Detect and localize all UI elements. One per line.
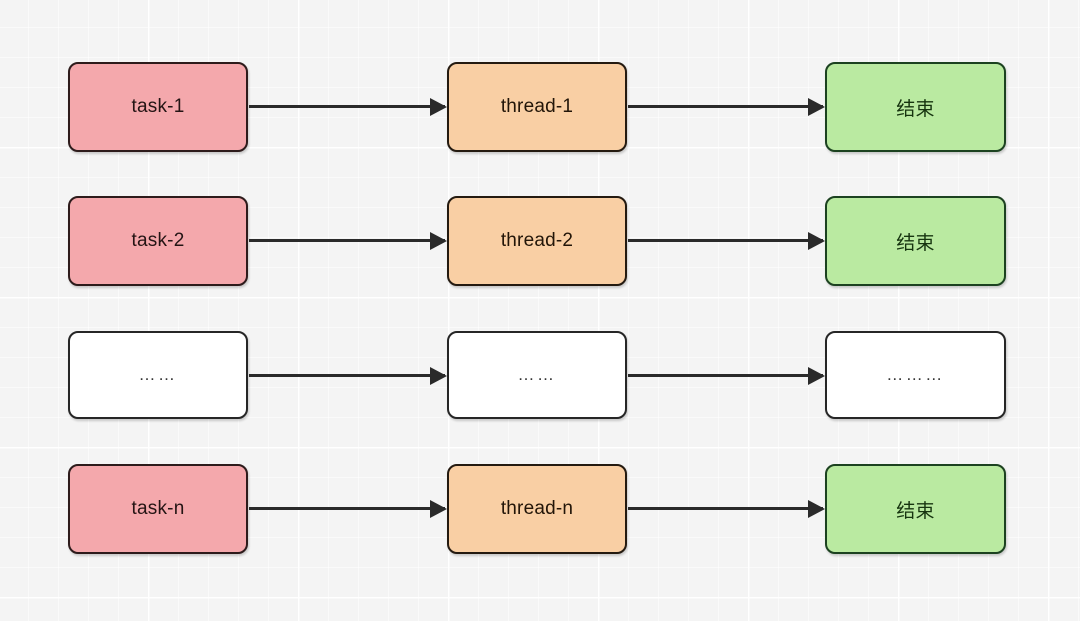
task-node-row-1[interactable]: task-1 <box>68 62 248 152</box>
arrow-task-to-thread-row-n <box>249 507 445 510</box>
thread-node-row-1[interactable]: thread-1 <box>447 62 627 152</box>
task-node-row-ellipsis[interactable]: …… <box>68 331 248 419</box>
task-node-row-n[interactable]: task-n <box>68 464 248 554</box>
thread-node-row-ellipsis[interactable]: …… <box>447 331 627 419</box>
end-node-row-1[interactable]: 结束 <box>825 62 1006 152</box>
arrow-task-to-thread-row-2 <box>249 239 445 242</box>
end-node-row-n[interactable]: 结束 <box>825 464 1006 554</box>
thread-node-row-n[interactable]: thread-n <box>447 464 627 554</box>
end-node-row-2[interactable]: 结束 <box>825 196 1006 286</box>
arrow-thread-to-end-row-n <box>628 507 823 510</box>
arrow-task-to-thread-row-1 <box>249 105 445 108</box>
arrow-thread-to-end-row-2 <box>628 239 823 242</box>
arrow-task-to-thread-row-ellipsis <box>249 374 445 377</box>
arrow-thread-to-end-row-ellipsis <box>628 374 823 377</box>
task-node-row-2[interactable]: task-2 <box>68 196 248 286</box>
arrow-thread-to-end-row-1 <box>628 105 823 108</box>
end-node-row-ellipsis[interactable]: ……… <box>825 331 1006 419</box>
thread-node-row-2[interactable]: thread-2 <box>447 196 627 286</box>
